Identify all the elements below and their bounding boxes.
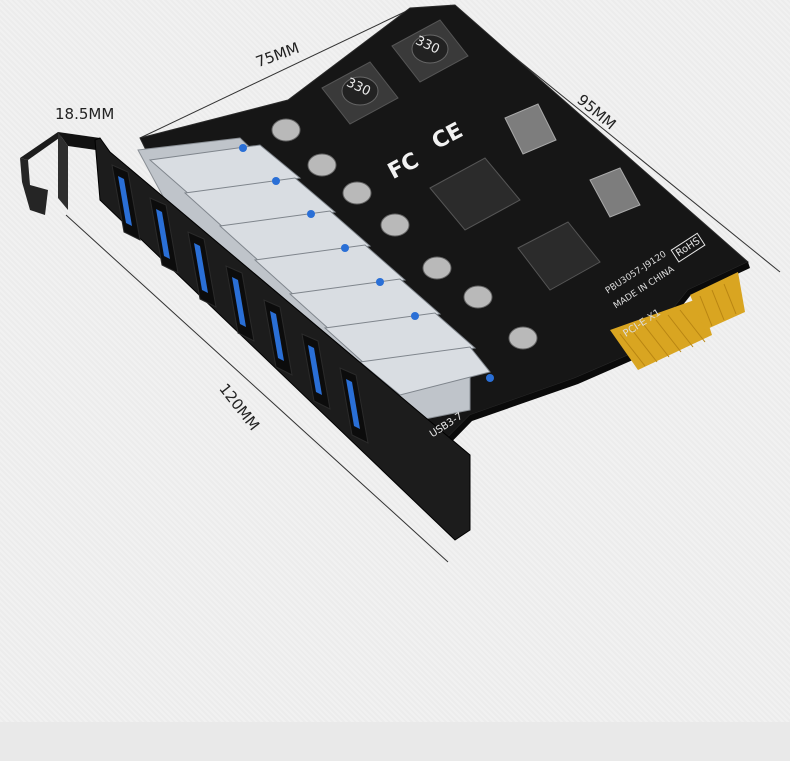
bottom-band: [0, 722, 790, 761]
controller-chip-1: [429, 157, 521, 231]
inductor-2: [391, 19, 469, 83]
controller-chip-2: [517, 221, 601, 291]
capacitors: [271, 118, 538, 350]
crystal-oscillators: [504, 103, 641, 218]
dim-line-120: [65, 214, 449, 563]
usb-port-7: [358, 346, 491, 396]
dim-line-75: [139, 7, 414, 139]
io-bracket: [20, 132, 471, 541]
inductor-1: [321, 61, 399, 125]
bracket-port-tongues: [118, 176, 360, 429]
dimension-label-18-5mm: 18.5MM: [55, 105, 115, 123]
gold-finger-connector: [610, 272, 745, 370]
usb-port-stack: [137, 137, 494, 421]
